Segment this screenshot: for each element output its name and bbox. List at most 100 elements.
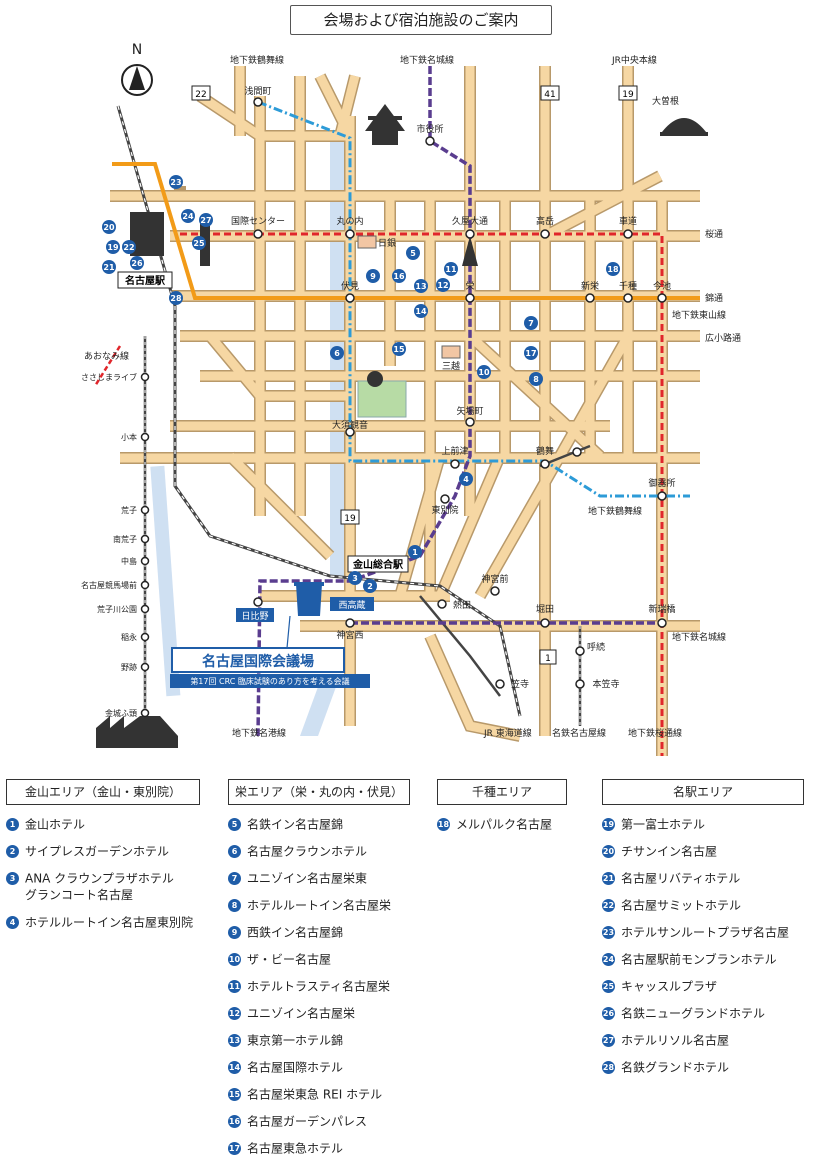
major-station-labels: 名古屋駅 金山総合駅 日比野 西高蔵 xyxy=(117,271,409,622)
hotel-marker-10: 10 xyxy=(477,365,491,379)
svg-text:18: 18 xyxy=(607,265,619,274)
svg-text:4: 4 xyxy=(463,475,469,484)
svg-text:24: 24 xyxy=(182,212,194,221)
area-header-kanayama: 金山エリア（金山・東別院） xyxy=(6,779,200,805)
hotel-marker-14: 14 xyxy=(414,304,428,318)
svg-text:神宮西: 神宮西 xyxy=(336,629,363,641)
svg-text:大須観音: 大須観音 xyxy=(332,419,368,431)
svg-text:呼続: 呼続 xyxy=(587,641,605,653)
svg-text:荒子川公園: 荒子川公園 xyxy=(97,604,137,614)
aonami-station-labels: ささしまライブ 小本 荒子 南荒子 中島 名古屋競馬場前 荒子川公園 稲永 野跡… xyxy=(81,372,137,718)
svg-text:広小路通: 広小路通 xyxy=(705,332,741,344)
route-shields: 22 41 19 19 1 xyxy=(191,85,638,665)
hotel-marker-22: 22 xyxy=(122,240,136,254)
north-arrow-icon: N xyxy=(121,42,153,96)
line-labels: 地下鉄鶴舞線 地下鉄名城線 JR中央本線 桜通 錦通 地下鉄東山線 広小路通 地… xyxy=(84,54,741,739)
hotel-marker-9: 9 xyxy=(366,269,380,283)
svg-text:新瑞橋: 新瑞橋 xyxy=(648,603,675,615)
venue-name: 名古屋国際会議場 xyxy=(202,653,314,670)
svg-text:41: 41 xyxy=(544,90,555,100)
svg-text:地下鉄名城線: 地下鉄名城線 xyxy=(672,631,726,643)
hotel-marker-16: 16 xyxy=(392,269,406,283)
svg-text:JR 東海道線: JR 東海道線 xyxy=(483,727,532,739)
hotel-marker-5: 5 xyxy=(406,246,420,260)
svg-text:金山総合駅: 金山総合駅 xyxy=(352,558,404,571)
meijo-line xyxy=(256,66,472,737)
hotel-marker-1: 1 xyxy=(408,545,422,559)
svg-text:8: 8 xyxy=(533,375,539,384)
castle-icon xyxy=(365,104,405,145)
svg-text:地下鉄桜通線: 地下鉄桜通線 xyxy=(628,727,682,739)
svg-text:19: 19 xyxy=(344,514,356,524)
osu-park xyxy=(357,380,407,418)
svg-text:16: 16 xyxy=(393,272,405,281)
svg-text:6: 6 xyxy=(334,349,340,358)
area-header-chikusa: 千種エリア xyxy=(437,779,567,805)
hotel-marker-23: 23 xyxy=(169,175,183,189)
svg-text:1: 1 xyxy=(545,654,551,664)
svg-text:堀田: 堀田 xyxy=(536,604,554,615)
subway-lines xyxy=(93,66,700,756)
venue-callout[interactable]: 名古屋国際会議場 第17回 CRC 臨床試験のあり方を考える会議 xyxy=(170,647,370,688)
dome-icon xyxy=(660,118,708,136)
svg-text:市役所: 市役所 xyxy=(416,123,443,135)
svg-text:2: 2 xyxy=(367,582,373,591)
hotel-marker-27: 27 xyxy=(199,213,213,227)
svg-text:15: 15 xyxy=(393,345,405,354)
svg-text:鶴舞: 鶴舞 xyxy=(536,445,554,457)
svg-text:地下鉄鶴舞線: 地下鉄鶴舞線 xyxy=(230,54,284,66)
svg-text:高岳: 高岳 xyxy=(536,215,554,227)
svg-text:大曽根: 大曽根 xyxy=(652,95,679,107)
page-title: 会場および宿泊施設のご案内 xyxy=(290,5,552,35)
svg-text:N: N xyxy=(132,42,142,58)
hotel-marker-15: 15 xyxy=(392,342,406,356)
svg-text:栄: 栄 xyxy=(465,280,474,292)
hotel-marker-8: 8 xyxy=(529,372,543,386)
svg-text:稲永: 稲永 xyxy=(121,632,137,642)
hotel-marker-6: 6 xyxy=(330,346,344,360)
svg-text:5: 5 xyxy=(410,249,416,258)
route-19-south-icon: 19 xyxy=(340,509,360,525)
svg-text:今池: 今池 xyxy=(653,280,671,292)
hotel-marker-24: 24 xyxy=(181,209,195,223)
area-header-meieki: 名駅エリア xyxy=(602,779,804,805)
svg-text:12: 12 xyxy=(437,281,448,290)
svg-text:19: 19 xyxy=(622,90,634,100)
svg-text:あおなみ線: あおなみ線 xyxy=(84,350,129,362)
route-1-icon: 1 xyxy=(539,649,557,665)
svg-text:錦通: 錦通 xyxy=(705,292,723,304)
svg-text:南荒子: 南荒子 xyxy=(113,534,137,544)
svg-text:ささしまライブ: ささしまライブ xyxy=(81,372,137,382)
svg-text:10: 10 xyxy=(478,368,490,377)
svg-text:金城ふ頭: 金城ふ頭 xyxy=(105,708,137,718)
route-22-icon: 22 xyxy=(191,85,211,101)
svg-text:地下鉄東山線: 地下鉄東山線 xyxy=(672,309,726,321)
svg-text:19: 19 xyxy=(107,243,119,252)
hotel-markers[interactable]: 1 2 3 4 5 6 7 8 9 10 11 12 13 14 15 16 1… xyxy=(102,175,620,593)
svg-text:千種: 千種 xyxy=(619,281,637,292)
svg-text:矢場町: 矢場町 xyxy=(456,405,483,417)
hotel-marker-20: 20 xyxy=(102,220,116,234)
svg-text:野跡: 野跡 xyxy=(121,662,137,672)
hotel-marker-26: 26 xyxy=(130,256,144,270)
nichigin-box xyxy=(357,235,377,249)
svg-text:28: 28 xyxy=(170,294,182,303)
access-map[interactable]: N 22 41 19 19 1 xyxy=(0,36,820,756)
svg-text:上前津: 上前津 xyxy=(441,445,468,457)
svg-text:23: 23 xyxy=(170,178,181,187)
svg-text:三越: 三越 xyxy=(442,360,460,372)
